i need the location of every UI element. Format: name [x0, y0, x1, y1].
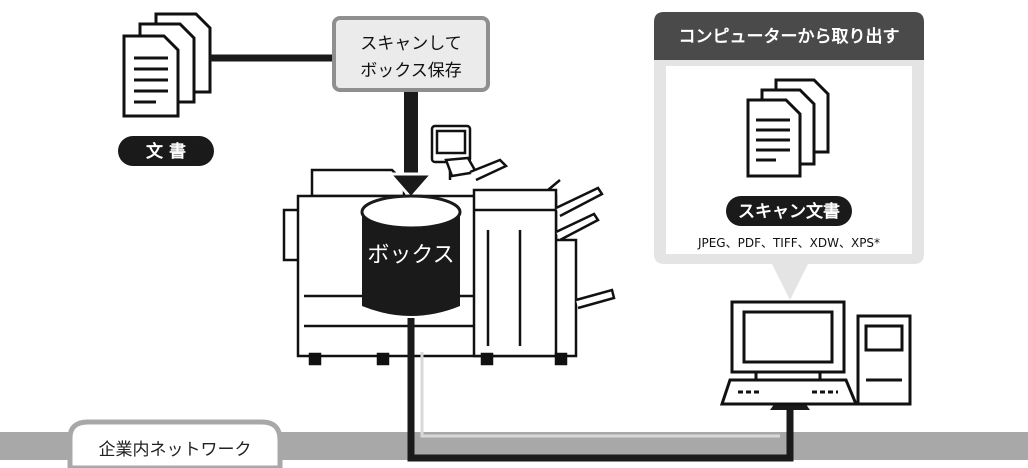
retrieve-title: コンピューターから取り出す [679, 26, 900, 47]
document-badge: 文 書 [118, 136, 214, 166]
scan-save-callout: スキャンして ボックス保存 [332, 16, 490, 92]
network-label-tab: 企業内ネットワーク [67, 419, 283, 468]
format-list: JPEG、PDF、TIFF、XDW、XPS* [697, 236, 880, 250]
retrieve-panel: コンピューターから取り出す スキャン文書 JPEG、PDF、TIFF、XDW、X… [654, 12, 924, 300]
document-label: 文 書 [146, 141, 186, 162]
scan-document-badge: スキャン文書 [726, 196, 852, 226]
network-label: 企業内ネットワーク [99, 440, 252, 460]
scanned-documents-icon [746, 78, 830, 178]
box-label: ボックス [367, 243, 454, 268]
scan-save-line1: スキャンして [360, 34, 462, 54]
box-cylinder: ボックス [360, 194, 462, 316]
scan-document-label: スキャン文書 [738, 201, 840, 222]
save-arrow [386, 92, 436, 201]
computer-icon [719, 300, 912, 406]
scan-save-line2: ボックス保存 [360, 61, 462, 81]
retrieval-path [407, 318, 794, 462]
documents-icon [122, 12, 212, 118]
